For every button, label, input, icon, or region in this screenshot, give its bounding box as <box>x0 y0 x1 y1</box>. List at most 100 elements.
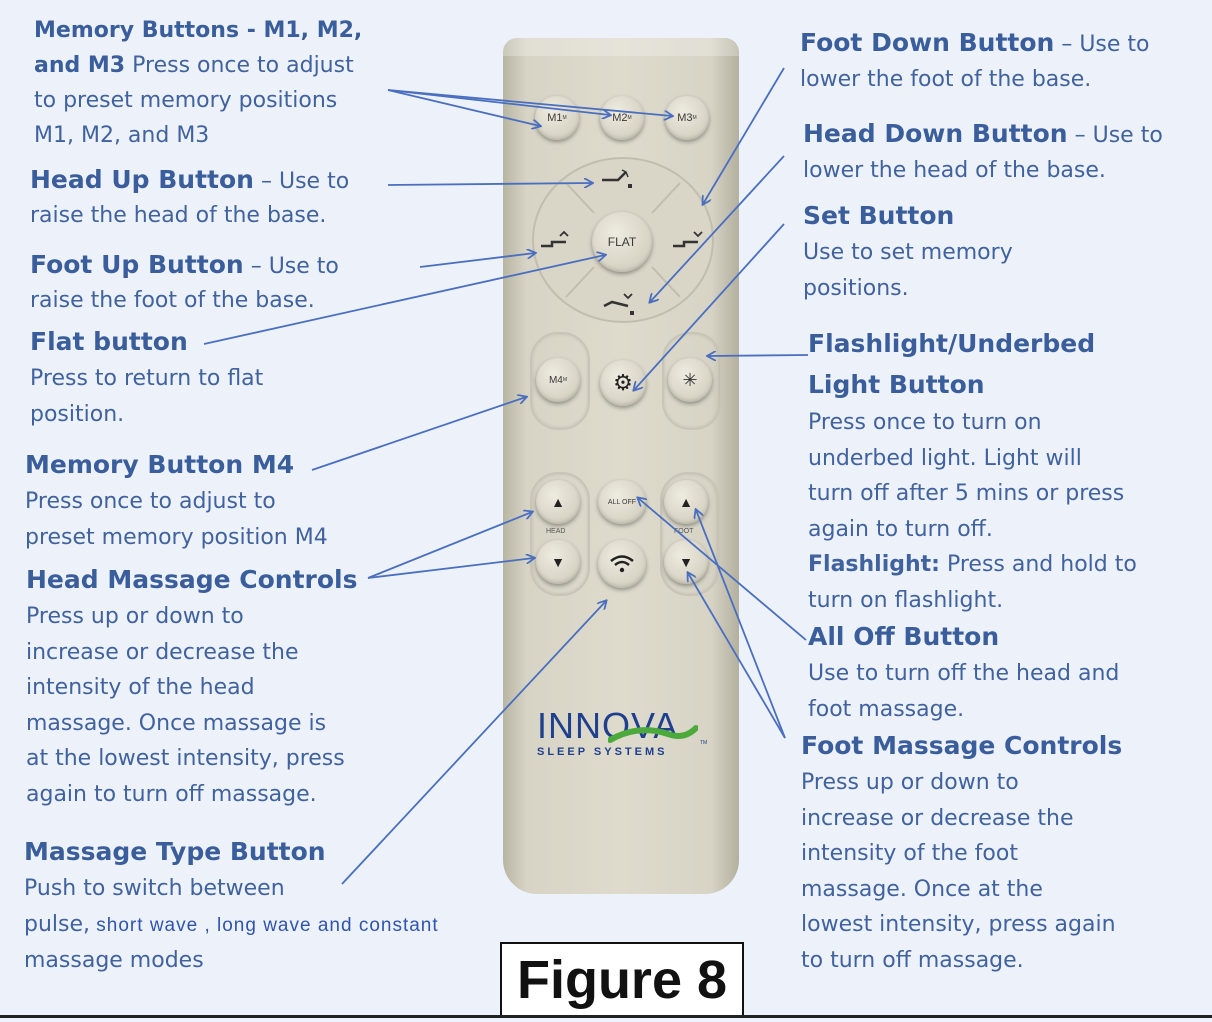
foot-down-label: Foot Down Button – Use to lower the foot… <box>800 24 1200 98</box>
massage-type-label: Massage Type Button Push to switch betwe… <box>24 833 564 979</box>
light-button[interactable]: ✳ <box>668 358 712 402</box>
memory-buttons-label: Memory Buttons - M1, M2, and M3 Press on… <box>34 13 394 153</box>
head-massage-line: massage. Once massage is <box>26 710 327 736</box>
m3-label: M3 <box>677 112 693 124</box>
foot-up-dash: – Use to <box>243 254 339 279</box>
m4-label-block: Memory Button M4 Press once to adjust to… <box>25 446 385 556</box>
massage-type-line2a: pulse, <box>24 912 91 937</box>
head-massage-line: Press up or down to <box>26 604 244 629</box>
foot-massage-line: to turn off massage. <box>801 947 1024 973</box>
down-triangle-icon: ▼ <box>679 554 693 570</box>
flat-button[interactable]: FLAT <box>592 212 652 272</box>
foot-massage-label: Foot Massage Controls Press up or down t… <box>801 727 1201 978</box>
m1-label: M1 <box>547 112 563 124</box>
flashlight-after-bold: Press and hold to <box>939 552 1137 577</box>
massage-type-button[interactable] <box>598 540 646 588</box>
flat-title: Flat button <box>30 327 188 356</box>
figure-caption: Figure 8 <box>500 942 744 1017</box>
foot-up-title: Foot Up Button <box>30 250 244 279</box>
flashlight-title2: Light Button <box>808 370 985 399</box>
gear-icon: ⚙ <box>613 370 633 395</box>
foot-massage-line: increase or decrease the <box>801 805 1074 831</box>
memory-line3: M1, M2, and M3 <box>34 123 210 148</box>
flashlight-hold-line: Flashlight: Press and hold to <box>808 547 1208 583</box>
flat-line1: Press to return to flat <box>30 366 264 391</box>
all-off-title: All Off Button <box>808 622 1000 651</box>
flashlight-line: underbed light. Light will <box>808 445 1082 471</box>
foot-up-line2: raise the foot of the base. <box>30 288 315 313</box>
m4-pill <box>530 332 590 430</box>
innova-logo: INNOVA SLEEP SYSTEMS <box>537 705 679 759</box>
massage-type-title: Massage Type Button <box>24 837 326 866</box>
flashlight-bold: Flashlight: <box>808 552 940 577</box>
head-down-dash: – Use to <box>1067 123 1163 148</box>
m1-sub: M <box>562 115 567 121</box>
head-massage-line: at the lowest intensity, press <box>26 746 345 771</box>
set-title: Set Button <box>803 201 955 230</box>
set-label: Set Button Use to set memory positions. <box>803 197 1183 307</box>
sun-icon: ✳ <box>682 369 698 390</box>
bed-foot-up-icon[interactable] <box>538 230 574 252</box>
foot-up-label: Foot Up Button – Use to raise the foot o… <box>30 247 390 319</box>
down-triangle-icon: ▼ <box>551 554 565 570</box>
all-off-line1: Use to turn off the head and <box>808 661 1120 686</box>
all-off-line2: foot massage. <box>808 697 965 722</box>
m2-sub: M <box>627 115 632 121</box>
m4-sub: M <box>562 377 568 383</box>
brand-name: INNOVA <box>537 705 679 746</box>
trademark: TM <box>700 740 708 746</box>
head-up-dash: – Use to <box>253 169 350 194</box>
m4-label: M4 <box>548 374 563 386</box>
head-up-line2: raise the head of the base. <box>30 203 327 228</box>
bed-head-down-icon[interactable] <box>600 292 640 318</box>
memory-line2: to preset memory positions <box>34 88 338 113</box>
bed-foot-down-icon[interactable] <box>670 230 706 252</box>
head-massage-lines: Press up or down to increase or decrease… <box>26 599 386 812</box>
all-off-label-block: All Off Button Use to turn off the head … <box>808 618 1208 728</box>
set-line1: Use to set memory <box>803 240 1013 265</box>
memory-title: Memory Buttons - M1, M2, <box>34 18 363 43</box>
memory-text: Press once to adjust <box>132 53 354 78</box>
head-massage-line: increase or decrease the <box>26 639 299 665</box>
m4-line1: Press once to adjust to <box>25 489 276 514</box>
head-down-title: Head Down Button <box>803 119 1068 148</box>
head-massage-pill <box>530 472 590 596</box>
foot-massage-down-button[interactable]: ▼ <box>664 540 708 584</box>
head-up-label: Head Up Button – Use to raise the head o… <box>30 162 390 234</box>
head-down-label: Head Down Button – Use to lower the head… <box>803 115 1203 189</box>
head-massage-up-button[interactable]: ▲ <box>536 480 580 524</box>
m2-label: M2 <box>612 112 628 124</box>
foot-massage-line: massage. Once at the <box>801 876 1043 902</box>
flashlight-line: Press once to turn on <box>808 410 1042 435</box>
foot-caption: FOOT <box>674 528 694 535</box>
light-pill <box>662 332 722 430</box>
flat-label-block: Flat button Press to return to flat posi… <box>30 323 390 433</box>
flat-line2: position. <box>30 402 125 427</box>
foot-massage-line: lowest intensity, press again <box>801 912 1116 937</box>
flashlight-last: turn on flashlight. <box>808 587 1004 613</box>
flashlight-label: Flashlight/Underbed Light Button Press o… <box>808 323 1208 618</box>
head-caption: HEAD <box>546 528 566 535</box>
wifi-icon <box>610 555 634 573</box>
bottom-rule <box>0 1015 1212 1018</box>
massage-type-line2b: short wave , long wave and constant <box>90 915 439 936</box>
head-massage-down-button[interactable]: ▼ <box>536 540 580 584</box>
bed-head-up-icon[interactable] <box>598 168 638 192</box>
brand-swoosh <box>608 725 698 743</box>
set-line2: positions. <box>803 276 909 301</box>
foot-massage-line: Press up or down to <box>801 770 1019 795</box>
m3-sub: M <box>692 115 697 121</box>
foot-down-line2: lower the foot of the base. <box>800 67 1092 92</box>
remote-top-edge <box>503 38 739 56</box>
massage-type-line1: Push to switch between <box>24 876 285 901</box>
flashlight-line: again to turn off. <box>808 516 993 542</box>
flashlight-lines: Press once to turn on underbed light. Li… <box>808 405 1208 618</box>
head-massage-line: again to turn off massage. <box>26 781 317 807</box>
foot-massage-lines: Press up or down to increase or decrease… <box>801 765 1201 978</box>
head-massage-line: intensity of the head <box>26 675 255 700</box>
foot-down-title: Foot Down Button <box>800 28 1055 57</box>
m4-line2: preset memory position M4 <box>25 525 328 550</box>
